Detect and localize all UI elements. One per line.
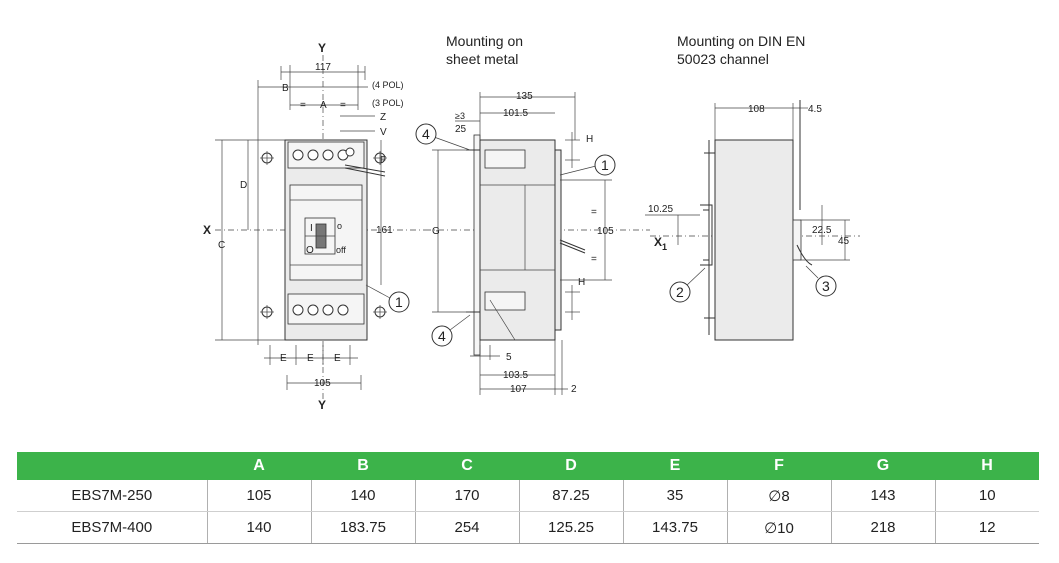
- header-cell-d: D: [519, 452, 623, 480]
- label-e1: E: [280, 353, 287, 364]
- label-x1: X1: [654, 235, 667, 252]
- header-cell-g: G: [831, 452, 935, 480]
- sheet-callout-4-bottom: 4: [438, 328, 446, 344]
- label-e3: E: [334, 353, 341, 364]
- header-cell-f: F: [727, 452, 831, 480]
- front-view: I o O off F 117 Y B (4 POL) = A = (3 POL…: [203, 41, 425, 412]
- dim-2: 2: [571, 384, 577, 395]
- eq-top: =: [591, 207, 597, 218]
- dim-10-25: 10.25: [648, 204, 673, 215]
- din-title-line1: Mounting on DIN EN: [677, 33, 805, 49]
- label-g: G: [432, 226, 440, 237]
- dim-4-5: 4.5: [808, 104, 822, 115]
- value-cell: ∅10: [727, 511, 832, 544]
- header-cell-e: E: [623, 452, 727, 480]
- model-cell: EBS7M-400: [17, 511, 208, 544]
- sheet-callout-1: 1: [601, 157, 609, 173]
- sheet-metal-view: Mounting on sheet metal 135 101.5 ≥3 25 …: [415, 33, 650, 395]
- dim-b: B: [282, 83, 289, 94]
- dim-117: 117: [315, 62, 331, 73]
- header-cell-model: [17, 452, 207, 480]
- value-cell: 140: [311, 480, 416, 512]
- label-z: Z: [380, 112, 386, 123]
- model-cell: EBS7M-250: [17, 480, 208, 512]
- label-f: F: [380, 155, 386, 166]
- switch-on-small-label: o: [337, 221, 342, 231]
- value-cell: 140: [207, 511, 312, 544]
- dim-161: 161: [376, 225, 393, 236]
- value-cell: 183.75: [311, 511, 416, 544]
- value-cell: 12: [935, 511, 1039, 544]
- value-cell: 218: [831, 511, 936, 544]
- eq-2: =: [340, 100, 346, 111]
- din-callout-2: 2: [676, 284, 684, 300]
- dim-101-5: 101.5: [503, 108, 528, 119]
- switch-off-label: O: [306, 245, 314, 256]
- header-cell-h: H: [935, 452, 1039, 480]
- label-c: C: [218, 240, 225, 251]
- dim-105-side: 105: [597, 226, 614, 237]
- note-3pol: (3 POL): [372, 98, 404, 108]
- value-cell: 105: [207, 480, 312, 512]
- header-cell-b: B: [311, 452, 415, 480]
- dim-107: 107: [510, 384, 527, 395]
- dim-ge3: ≥3: [455, 111, 465, 121]
- label-h-bottom: H: [578, 277, 585, 288]
- note-4pol: (4 POL): [372, 80, 404, 90]
- value-cell: 170: [415, 480, 520, 512]
- dim-45: 45: [838, 236, 850, 247]
- value-cell: ∅8: [727, 480, 832, 512]
- din-view: Mounting on DIN EN 50023 channel 108 4.5…: [645, 33, 860, 341]
- switch-on-label: I: [310, 223, 313, 234]
- eq-bottom: =: [591, 254, 597, 265]
- header-cell-c: C: [415, 452, 519, 480]
- sheet-callout-4-top: 4: [422, 126, 430, 142]
- switch-off-text: off: [336, 245, 346, 255]
- value-cell: 10: [935, 480, 1039, 512]
- axis-x: X: [203, 223, 211, 237]
- label-h-top: H: [586, 134, 593, 145]
- sheet-title-line2: sheet metal: [446, 51, 518, 67]
- sheet-title-line1: Mounting on: [446, 33, 523, 49]
- label-d: D: [240, 180, 247, 191]
- dim-108: 108: [748, 104, 765, 115]
- axis-y-bottom: Y: [318, 398, 326, 412]
- technical-drawing: I o O off F 117 Y B (4 POL) = A = (3 POL…: [203, 33, 860, 412]
- dimensions-table: A B C D E F G H EBS7M-250 105 140 170 87…: [17, 452, 1039, 544]
- dim-105-bottom: 105: [314, 378, 331, 389]
- dim-5: 5: [506, 352, 512, 363]
- value-cell: 143: [831, 480, 936, 512]
- label-e2: E: [307, 353, 314, 364]
- label-v: V: [380, 127, 387, 138]
- value-cell: 143.75: [623, 511, 728, 544]
- header-cell-a: A: [207, 452, 311, 480]
- din-title-line2: 50023 channel: [677, 51, 769, 67]
- dim-a: A: [320, 100, 327, 111]
- dim-25: 25: [455, 124, 467, 135]
- table-header-row: A B C D E F G H: [17, 452, 1039, 480]
- axis-y-top: Y: [318, 41, 326, 55]
- value-cell: 35: [623, 480, 728, 512]
- eq-1: =: [300, 100, 306, 111]
- dim-135: 135: [516, 91, 533, 102]
- table-row: EBS7M-400 140 183.75 254 125.25 143.75 ∅…: [17, 511, 1039, 544]
- table-row: EBS7M-250 105 140 170 87.25 35 ∅8 143 10: [17, 480, 1039, 512]
- value-cell: 87.25: [519, 480, 624, 512]
- value-cell: 125.25: [519, 511, 624, 544]
- front-callout-1: 1: [395, 294, 403, 310]
- din-callout-3: 3: [822, 278, 830, 294]
- dim-103-5: 103.5: [503, 370, 528, 381]
- dim-22-5: 22.5: [812, 225, 832, 236]
- value-cell: 254: [415, 511, 520, 544]
